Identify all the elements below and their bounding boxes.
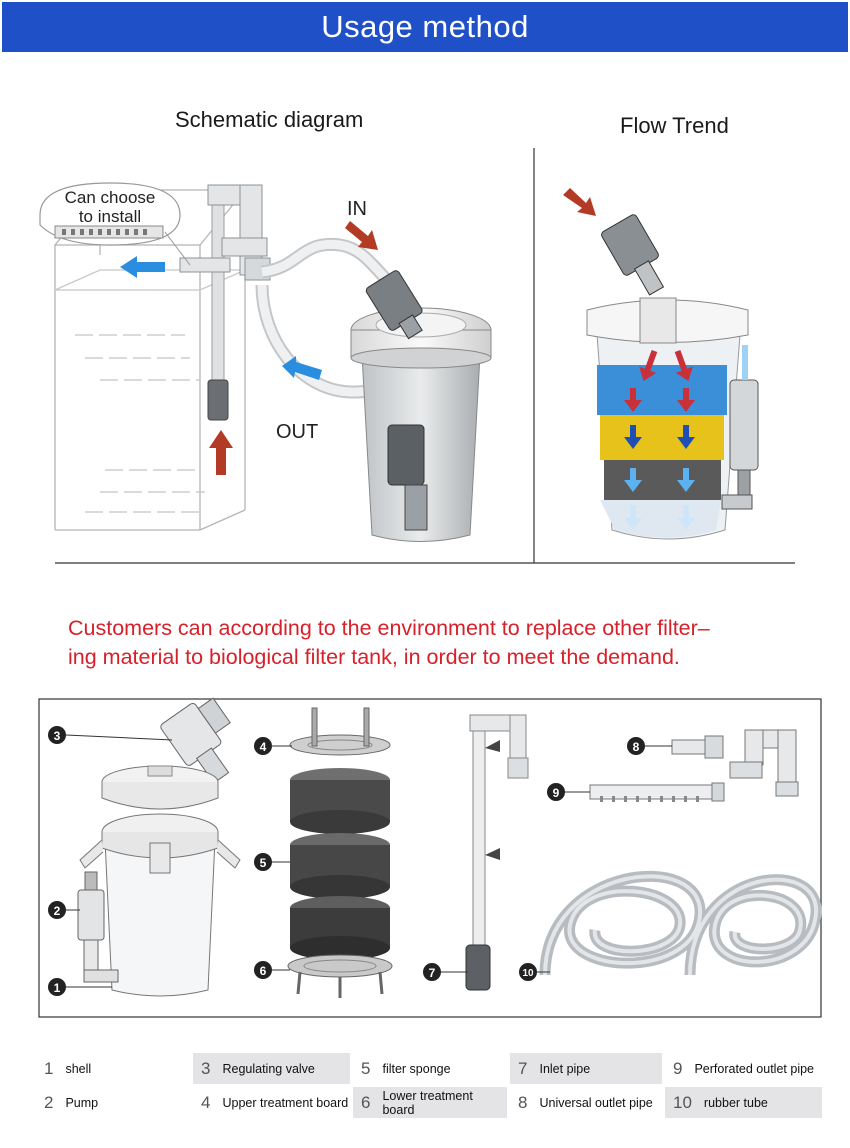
flow-canister	[586, 214, 759, 540]
flow-arrows-blue	[624, 425, 695, 449]
part-regulating-valve	[160, 697, 231, 784]
svg-text:6: 6	[260, 964, 267, 978]
part-badge-1: 1	[48, 978, 66, 996]
arrow-up-intake	[209, 430, 233, 475]
svg-text:2: 2	[54, 904, 61, 918]
label-in: IN	[347, 198, 367, 220]
svg-text:5: 5	[260, 856, 267, 870]
part-badge-6: 6	[254, 961, 272, 979]
schematic-title: Schematic diagram	[175, 107, 364, 132]
part-badge-7: 7	[423, 963, 441, 981]
part-badge-4: 4	[254, 737, 272, 755]
arrow-out-hose	[282, 356, 322, 380]
part-upper-board	[289, 707, 391, 756]
label-out: OUT	[276, 421, 318, 443]
callout-line-2: to install	[79, 207, 141, 226]
flow-arrows-red	[624, 349, 695, 412]
part-badge-2: 2	[48, 901, 66, 919]
part-rubber-tubes-highlight	[543, 874, 819, 976]
svg-text:10: 10	[522, 968, 534, 979]
part-pump	[77, 871, 119, 983]
part-filter-sponges	[290, 768, 390, 960]
top-diagrams: Can choose to install IN OUT	[39, 148, 795, 564]
svg-text:9: 9	[553, 786, 560, 800]
canister-schematic	[350, 270, 492, 542]
svg-text:3: 3	[54, 729, 61, 743]
part-shell	[79, 813, 241, 997]
flow-arrows-light	[624, 468, 695, 530]
part-badge-8: 8	[627, 737, 645, 755]
note-line-1: Customers can according to the environme…	[68, 616, 710, 640]
part-badge-10: 10	[519, 963, 537, 981]
part-lower-board	[287, 954, 393, 998]
header-banner: Usage method	[2, 2, 848, 52]
part-badge-5: 5	[254, 853, 272, 871]
part-universal-outlet	[671, 729, 799, 797]
svg-text:4: 4	[260, 740, 267, 754]
page-title: Usage method	[321, 9, 529, 44]
flow-arrow-in	[563, 188, 596, 216]
install-callout	[39, 182, 191, 266]
svg-text:1: 1	[54, 981, 61, 995]
flow-title: Flow Trend	[620, 113, 729, 138]
replacement-note: Customers can according to the environme…	[68, 614, 828, 672]
part-inlet-pipe	[465, 714, 529, 991]
svg-text:7: 7	[429, 966, 436, 980]
part-badge-3: 3	[48, 726, 66, 744]
parts-panel: 3 2 1 4 5 6 7 8 9 10	[38, 697, 822, 1018]
svg-text:8: 8	[633, 740, 640, 754]
part-perforated-pipe	[589, 782, 725, 802]
inlet-pipe-schematic	[179, 184, 271, 421]
part-lid	[101, 765, 219, 810]
arrow-out-tank	[120, 256, 165, 278]
arrow-in-hose	[345, 221, 378, 250]
note-line-2: ing material to biological filter tank, …	[68, 645, 680, 669]
callout-line-1: Can choose	[65, 188, 156, 207]
part-badge-9: 9	[547, 783, 565, 801]
